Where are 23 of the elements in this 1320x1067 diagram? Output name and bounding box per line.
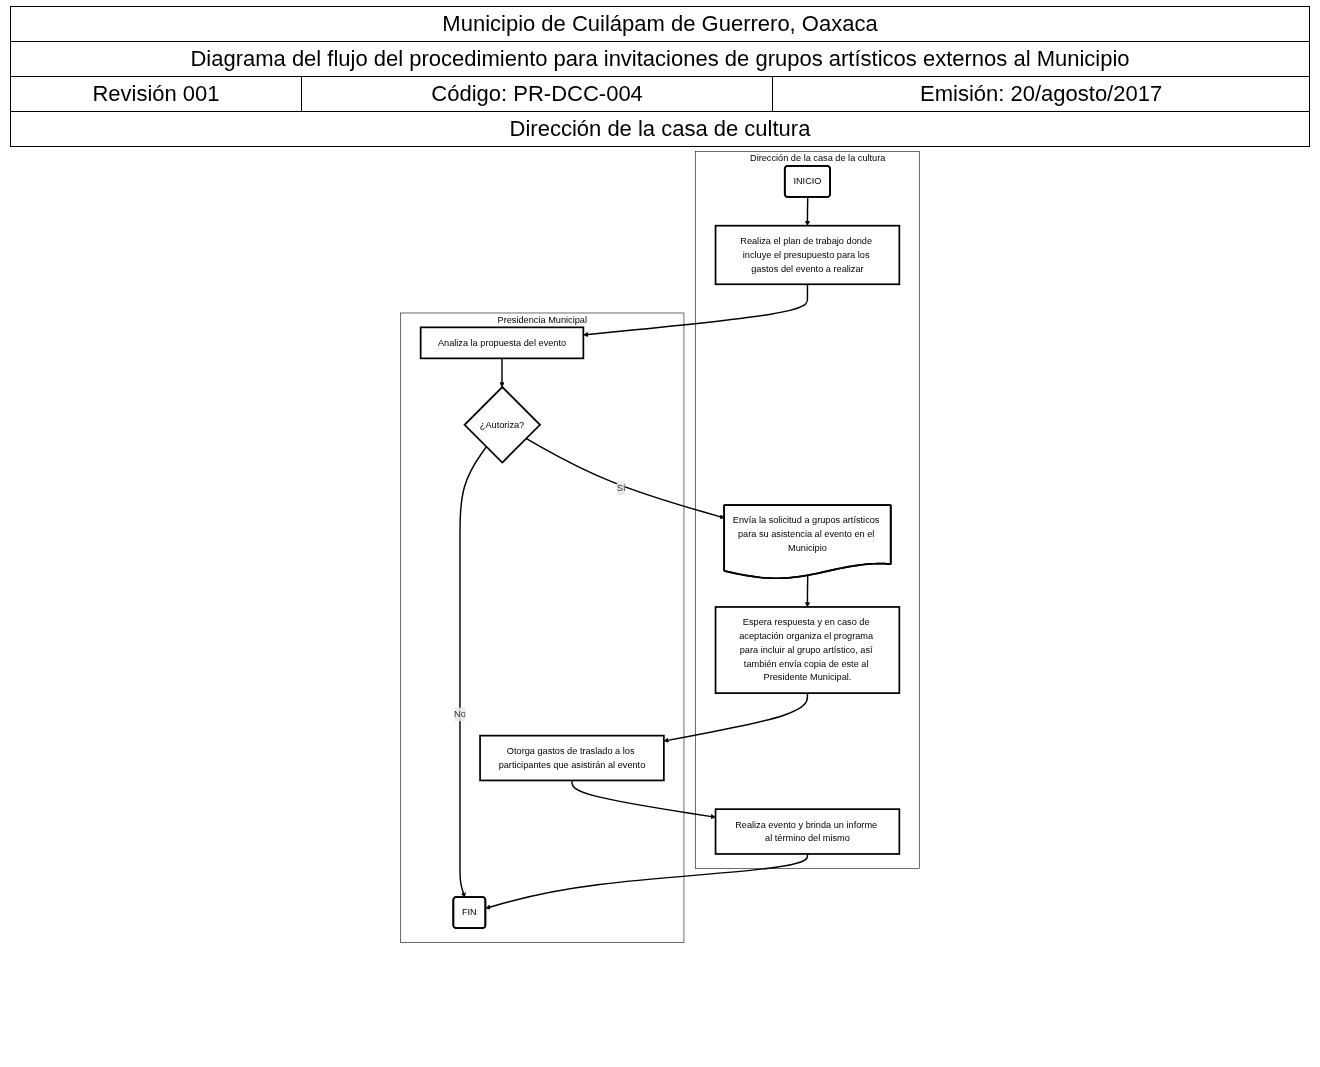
edge-label: Sí <box>616 482 626 493</box>
header-cell: Código: PR-DCC-004 <box>301 76 773 112</box>
node-box: Otorga gastos de traslado a los participantes que asistirán al evento <box>479 734 665 782</box>
arrow <box>571 779 716 819</box>
header-cell: Emisión: 20/agosto/2017 <box>772 76 1310 112</box>
arrow <box>804 196 810 226</box>
arrow <box>663 692 809 743</box>
edge-label: No <box>454 709 466 719</box>
arrow <box>499 357 505 388</box>
header-cell: Diagrama del flujo del procedimiento para invitaciones de grupos artísticos externos al Municipio <box>10 41 1310 77</box>
header-cell: Municipio de Cuilápam de Guerrero, Oaxaca <box>10 6 1310 42</box>
node-box: Realiza el plan de trabajo donde incluye el presupuesto para los gastos del evento a realizar <box>714 224 901 286</box>
arrow <box>583 283 809 337</box>
header-cell: Dirección de la casa de cultura <box>10 111 1310 147</box>
arrow <box>525 437 725 520</box>
arrow <box>485 853 809 910</box>
node-box: Analiza la propuesta del evento <box>419 326 585 360</box>
header-cell: Revisión 001 <box>10 76 302 112</box>
node-box: Realiza evento y brinda un informe al término del mismo <box>714 808 901 855</box>
arrow <box>459 446 488 898</box>
node-box: Espera respuesta y en caso de aceptación organiza el programa para incluir al grupo artístico, así también envía copia de este al Presidente Municipal. <box>714 606 901 694</box>
arrow <box>804 574 810 608</box>
node-diamond: ¿Autoriza? <box>463 385 542 464</box>
